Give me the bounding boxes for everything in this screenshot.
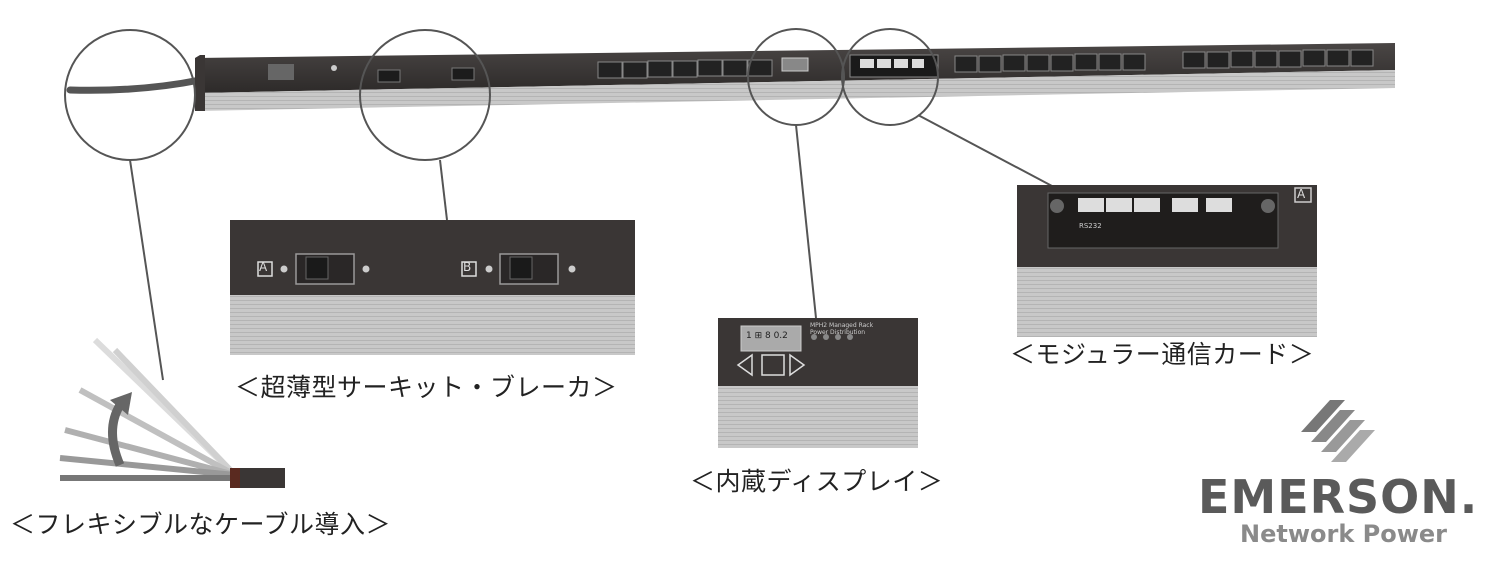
display-connector-line	[795, 124, 817, 319]
power-cable	[66, 76, 204, 94]
emerson-tagline-text: Network Power	[1240, 520, 1448, 548]
outlet-group-2	[954, 53, 1146, 73]
card-connector-line	[917, 114, 1053, 187]
caption-built-in-display: ＜内蔵ディスプレイ＞	[690, 467, 944, 496]
display-panel	[718, 318, 918, 448]
cable-connector-line	[129, 159, 164, 381]
breaker-b-label: B	[463, 260, 472, 274]
display-subtitle: Power Distribution	[810, 329, 866, 336]
caption-flexible-cable: ＜フレキシブルなケーブル導入＞	[10, 510, 392, 539]
breaker-zoom-circle	[359, 29, 491, 161]
emerson-logo-mark	[1301, 400, 1375, 462]
breaker-panel	[230, 220, 635, 355]
card-port-label: RS232	[1079, 222, 1102, 230]
breaker-a-label: A	[259, 260, 268, 274]
flex-cable-illustration	[59, 337, 285, 488]
card-panel	[1017, 185, 1317, 337]
caption-slim-breaker: ＜超薄型サーキット・ブレーカ＞	[235, 373, 618, 402]
card-zoom-circle	[841, 28, 939, 126]
display-title: MPH2 Managed Rack	[810, 322, 874, 329]
caption-modular-card: ＜モジュラー通信カード＞	[1010, 340, 1315, 369]
emerson-brand-text: EMERSON.	[1198, 470, 1479, 524]
cable-zoom-circle	[64, 29, 196, 161]
display-readout: 1 ⊞ 8 0.2	[746, 331, 788, 341]
outlet-group-1	[597, 59, 773, 79]
breaker-connector-line	[439, 159, 448, 221]
card-corner-label: A	[1297, 187, 1306, 201]
rotate-arrow-icon	[108, 392, 132, 467]
outlet-group-3	[1182, 49, 1374, 69]
